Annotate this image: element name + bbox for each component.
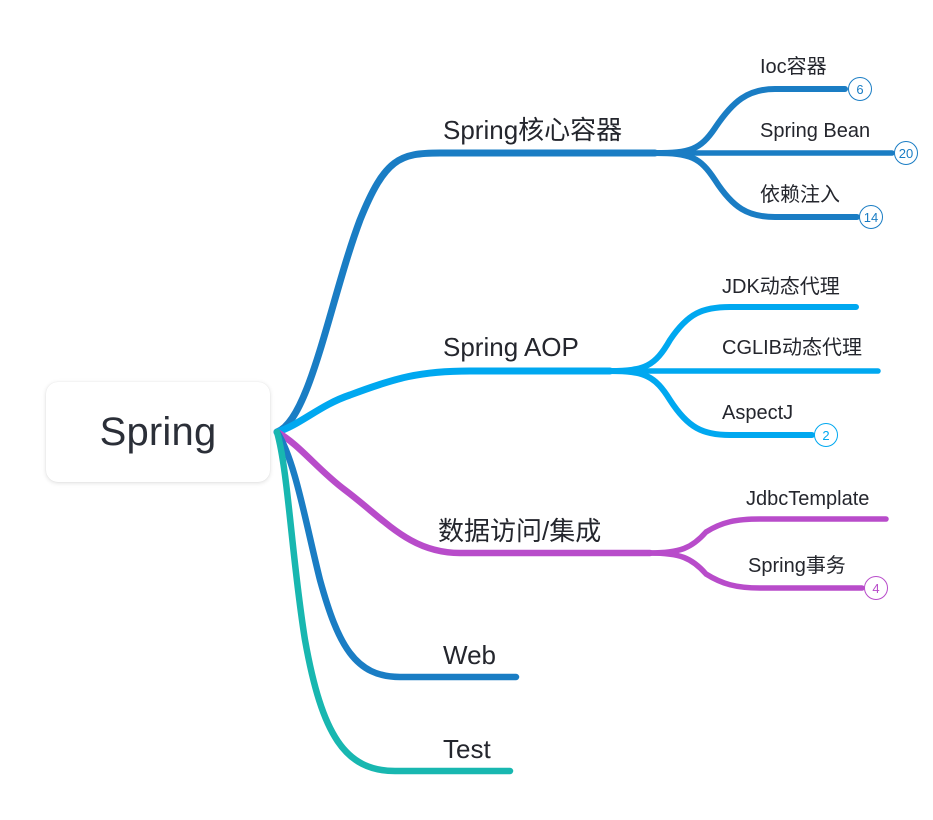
node-label-web[interactable]: Web — [443, 640, 496, 670]
node-label-jdbc-template[interactable]: JdbcTemplate — [746, 488, 870, 510]
branch-path-test — [273, 428, 514, 775]
node-label-cglib-dynamic-proxy[interactable]: CGLIB动态代理 — [722, 337, 863, 359]
node-label-data-access-integration[interactable]: 数据访问/集成 — [438, 516, 602, 546]
node-label-spring-transaction[interactable]: Spring事务 — [748, 555, 846, 577]
badge-spring-bean[interactable]: 20 — [894, 141, 918, 165]
node-label-ioc-container[interactable]: Ioc容器 — [760, 56, 827, 78]
node-label-test[interactable]: Test — [443, 734, 491, 764]
branch-path-web — [273, 428, 520, 681]
badge-aspectj[interactable]: 2 — [814, 423, 838, 447]
node-label-spring-core-container[interactable]: Spring核心容器 — [443, 115, 623, 145]
branch-path-spring-core-container — [273, 86, 895, 436]
badge-dependency-injection[interactable]: 14 — [859, 205, 883, 229]
node-label-aspectj[interactable]: AspectJ — [722, 402, 794, 424]
badge-spring-transaction[interactable]: 4 — [864, 576, 888, 600]
node-label-jdk-dynamic-proxy[interactable]: JDK动态代理 — [722, 276, 840, 298]
root-node[interactable]: Spring — [46, 382, 270, 482]
root-node-label: Spring — [99, 409, 217, 454]
branch-path-data-access-integration — [273, 428, 889, 591]
branch-path-spring-aop — [273, 304, 881, 438]
node-label-dependency-injection[interactable]: 依赖注入 — [760, 184, 840, 206]
node-label-spring-aop[interactable]: Spring AOP — [443, 332, 579, 362]
badge-ioc-container[interactable]: 6 — [848, 77, 872, 101]
node-label-spring-bean[interactable]: Spring Bean — [760, 120, 871, 142]
